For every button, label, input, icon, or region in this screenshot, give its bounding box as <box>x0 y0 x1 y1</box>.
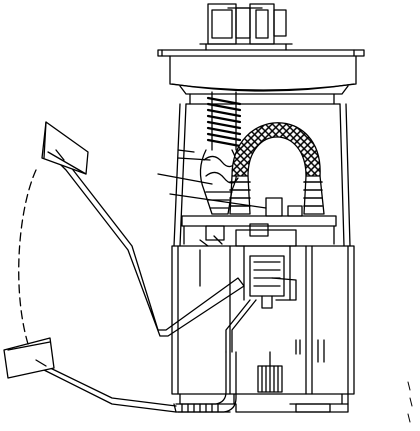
pump-head <box>157 173 337 353</box>
pump-reservoir <box>171 245 355 413</box>
electrical-connector <box>199 3 293 51</box>
lower-float <box>3 337 55 379</box>
upper-float <box>41 121 89 175</box>
edge-marks <box>407 381 413 423</box>
spring-hose <box>199 91 242 215</box>
braided-fuel-hose <box>229 122 325 215</box>
guide-rods <box>173 103 351 247</box>
mounting-flange <box>157 49 365 105</box>
float-arm <box>41 149 245 413</box>
float-swing-arc <box>18 169 37 345</box>
